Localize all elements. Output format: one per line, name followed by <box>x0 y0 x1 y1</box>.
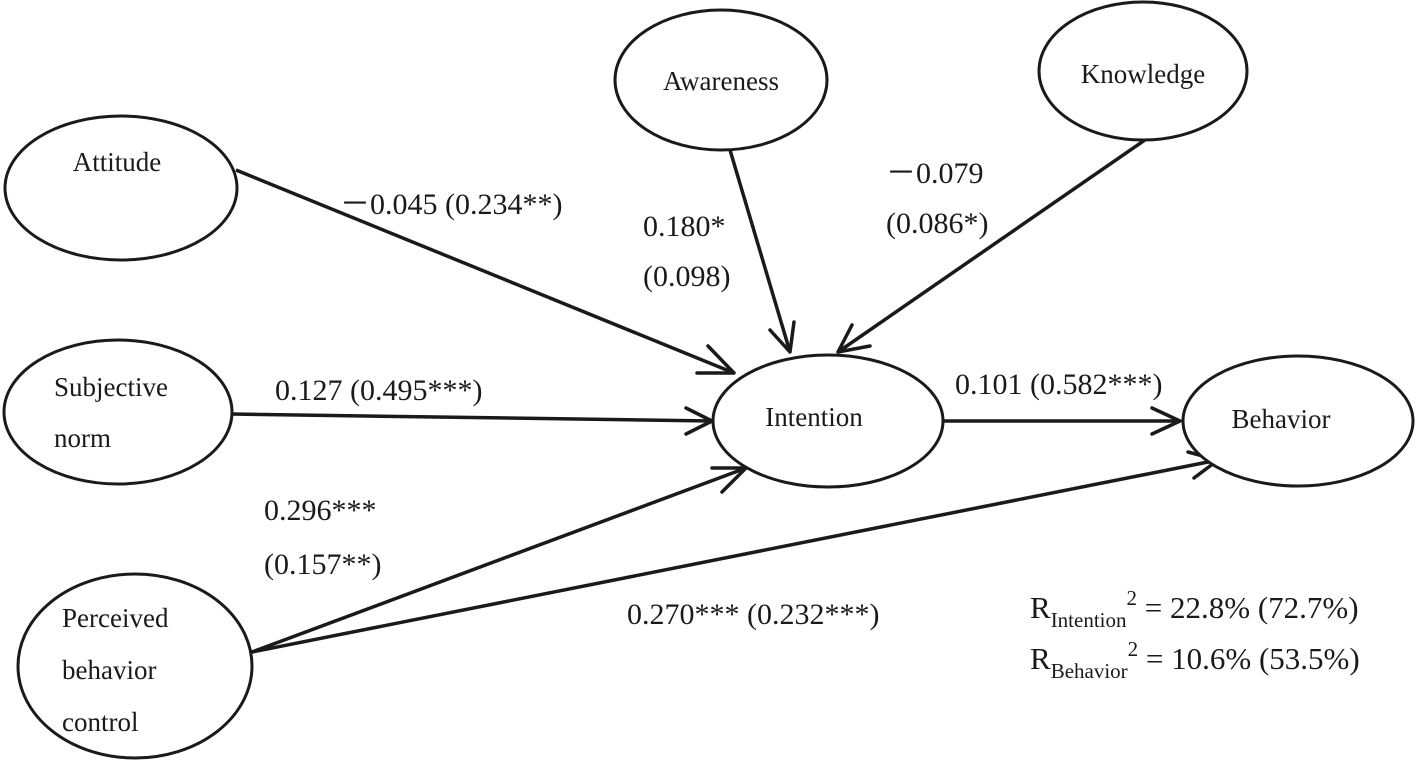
node-subjective-norm <box>2 338 234 486</box>
edge-pbc-intention <box>251 466 747 654</box>
node-subjective-norm-label: Subjective norm <box>54 372 175 453</box>
r-squared-behavior: RBehavior2 = 10.6% (53.5%) <box>1030 637 1360 683</box>
node-awareness <box>613 8 829 152</box>
node-intention-label: Intention <box>765 402 863 432</box>
coef-subjective-norm-intention: 0.127 (0.495***) <box>275 374 482 407</box>
edge-subjective-norm-intention <box>229 412 713 423</box>
edge-attitude-intention <box>235 168 735 375</box>
edge-pbc-behavior <box>251 458 1219 654</box>
arrowhead-awareness-intention <box>768 320 796 354</box>
coef-awareness-intention: 0.180* (0.098) <box>643 210 733 293</box>
node-behavior-label: Behavior <box>1232 404 1331 434</box>
r-squared-intention: RIntention2 = 22.8% (72.7%) <box>1030 586 1359 632</box>
node-knowledge-label: Knowledge <box>1081 59 1205 89</box>
edge-awareness-intention <box>728 149 792 353</box>
coef-attitude-intention: －0.045 (0.234**) <box>340 188 562 221</box>
coef-pbc-intention: 0.296*** (0.157**) <box>264 494 384 581</box>
coef-pbc-behavior: 0.270*** (0.232***) <box>627 598 879 631</box>
arrowhead-attitude-intention <box>695 344 736 375</box>
r-squared: RIntention2 = 22.8% (72.7%) RBehavior2 =… <box>1030 586 1360 683</box>
node-perceived-behavior-control <box>16 572 254 760</box>
arrowhead-intention-behavior <box>1150 406 1182 436</box>
node-attitude <box>3 114 239 262</box>
node-behavior <box>1181 354 1415 488</box>
node-intention <box>711 353 945 489</box>
node-awareness-label: Awareness <box>663 66 779 96</box>
node-knowledge <box>1037 0 1249 142</box>
coef-intention-behavior: 0.101 (0.582***) <box>955 368 1162 401</box>
edge-knowledge-intention <box>837 131 1156 354</box>
node-attitude-label: Attitude <box>73 147 162 177</box>
arrowhead-knowledge-intention <box>836 323 872 354</box>
node-perceived-behavior-control-label: Perceived behavior control <box>62 603 175 737</box>
coef-knowledge-intention: －0.079 (0.086*) <box>886 157 991 240</box>
coefficients: －0.045 (0.234**) 0.180* (0.098) －0.079 (… <box>264 157 1162 631</box>
